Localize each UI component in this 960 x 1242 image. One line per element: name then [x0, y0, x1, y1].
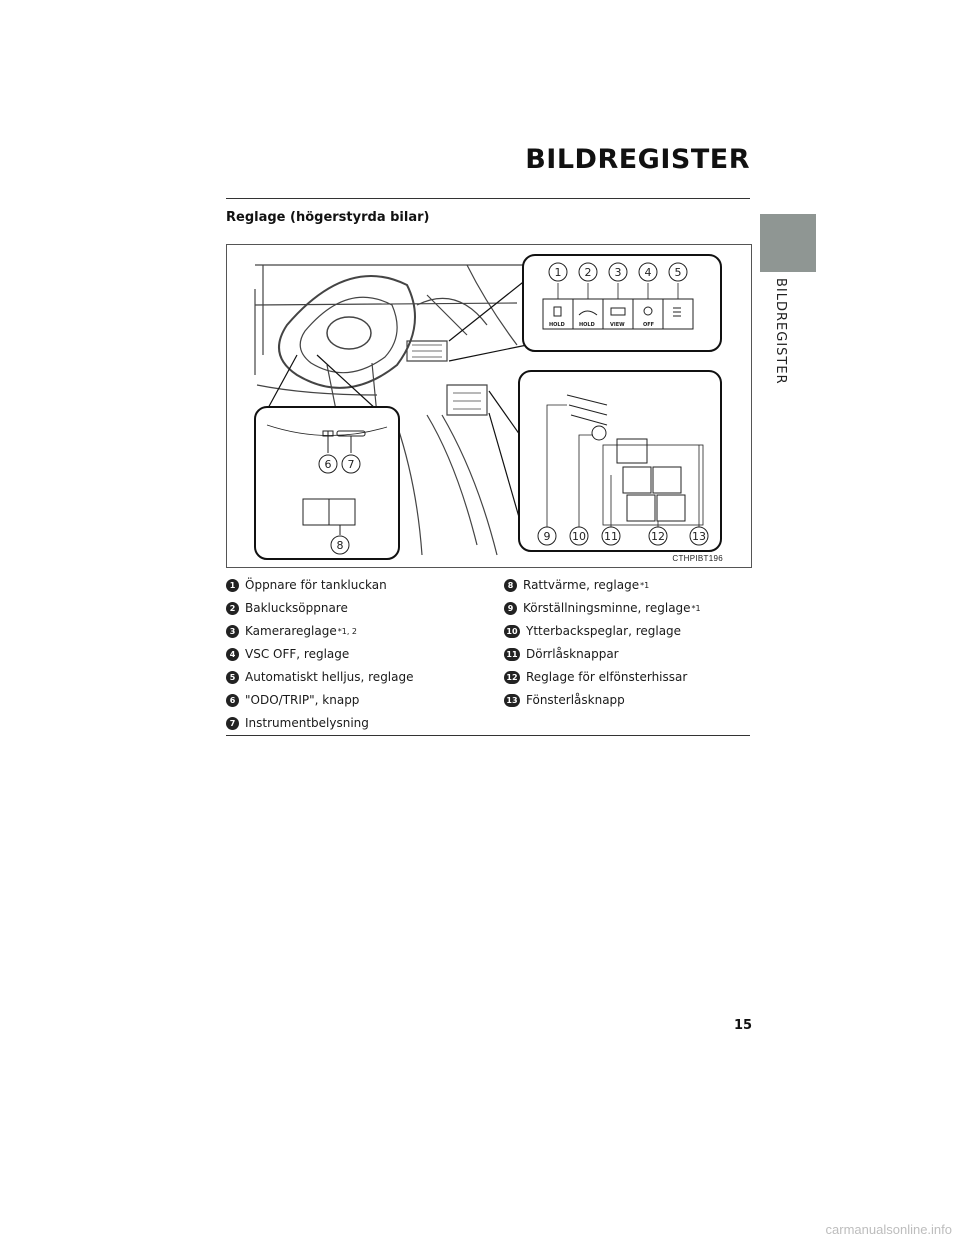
section-title: Reglage (högerstyrda bilar) — [226, 210, 430, 225]
watermark-site[interactable]: carmanualsonline.info — [825, 1222, 952, 1237]
callout-10: 10 — [572, 530, 586, 543]
dashboard-drawing: HOLD HOLD VIEW OFF 1 2 3 4 5 — [254, 254, 722, 560]
legend-text: Automatiskt helljus, reglage — [245, 670, 414, 684]
legend-item: 7 Instrumentbelysning — [226, 712, 486, 735]
legend-item: 8 Rattvärme, reglage*1 — [504, 574, 754, 597]
legend-number: 9 — [504, 602, 517, 615]
legend-item: 2 Baklucksöppnare — [226, 597, 486, 620]
legend-number: 7 — [226, 717, 239, 730]
legend-bottom-rule — [226, 735, 750, 736]
legend-item: 9 Körställningsminne, reglage*1 — [504, 597, 754, 620]
legend-text: Kamerareglage — [245, 624, 337, 638]
button-label-1: HOLD — [549, 322, 565, 328]
page-number: 15 — [734, 1018, 753, 1033]
legend-text: Öppnare för tankluckan — [245, 578, 387, 592]
legend-text: VSC OFF, reglage — [245, 647, 350, 661]
legend-text: Fönsterlåsknapp — [526, 693, 625, 707]
legend-left: 1 Öppnare för tankluckan 2 Baklucksöppnare… — [226, 574, 486, 735]
legend-item: 4 VSC OFF, reglage — [226, 643, 486, 666]
callout-4: 4 — [645, 266, 652, 279]
chapter-title: BILDREGISTER — [525, 144, 750, 175]
legend-text: Baklucksöppnare — [245, 601, 348, 615]
legend-number: 12 — [504, 671, 520, 684]
callout-13: 13 — [692, 530, 706, 543]
legend-number: 1 — [226, 579, 239, 592]
legend-number: 13 — [504, 694, 520, 707]
legend-item: 12 Reglage för elfönsterhissar — [504, 666, 754, 689]
callout-9: 9 — [544, 530, 551, 543]
legend-number: 10 — [504, 625, 520, 638]
callout-8: 8 — [337, 539, 344, 552]
callout-12: 12 — [651, 530, 665, 543]
legend-text: Ytterbackspeglar, reglage — [526, 624, 682, 638]
legend-text: "ODO/TRIP", knapp — [245, 693, 360, 707]
legend-item: 11 Dörrlåsknappar — [504, 643, 754, 666]
controls-illustration: HOLD HOLD VIEW OFF 1 2 3 4 5 — [226, 244, 752, 568]
button-label-3: VIEW — [610, 322, 625, 328]
button-label-2: HOLD — [579, 322, 595, 328]
callout-1: 1 — [555, 266, 562, 279]
legend-footnote-ref: *1 — [640, 581, 650, 590]
legend-item: 5 Automatiskt helljus, reglage — [226, 666, 486, 689]
legend-number: 11 — [504, 648, 520, 661]
callout-3: 3 — [615, 266, 622, 279]
callout-2: 2 — [585, 266, 592, 279]
legend-text: Instrumentbelysning — [245, 716, 369, 730]
legend-number: 8 — [504, 579, 517, 592]
legend-footnote-ref: *1, 2 — [337, 627, 357, 636]
button-label-4: OFF — [643, 322, 654, 328]
legend-text: Dörrlåsknappar — [526, 647, 619, 661]
legend-number: 5 — [226, 671, 239, 684]
legend-item: 10 Ytterbackspeglar, reglage — [504, 620, 754, 643]
figure-code: CTHPIBT196 — [672, 554, 723, 563]
legend-number: 3 — [226, 625, 239, 638]
legend-item: 13 Fönsterlåsknapp — [504, 689, 754, 712]
callout-11: 11 — [604, 530, 618, 543]
legend-number: 2 — [226, 602, 239, 615]
legend-item: 3 Kamerareglage*1, 2 — [226, 620, 486, 643]
legend-text: Rattvärme, reglage — [523, 578, 640, 592]
legend-footnote-ref: *1 — [691, 604, 701, 613]
legend-number: 4 — [226, 648, 239, 661]
legend-number: 6 — [226, 694, 239, 707]
legend-item: 1 Öppnare för tankluckan — [226, 574, 486, 597]
chapter-tab-label: BILDREGISTER — [773, 278, 788, 385]
legend-text: Körställningsminne, reglage — [523, 601, 691, 615]
callout-7: 7 — [348, 458, 355, 471]
callout-5: 5 — [675, 266, 682, 279]
header-rule — [226, 198, 750, 199]
legend-text: Reglage för elfönsterhissar — [526, 670, 688, 684]
legend-item: 6 "ODO/TRIP", knapp — [226, 689, 486, 712]
callout-6: 6 — [325, 458, 332, 471]
chapter-tab[interactable] — [760, 214, 816, 272]
